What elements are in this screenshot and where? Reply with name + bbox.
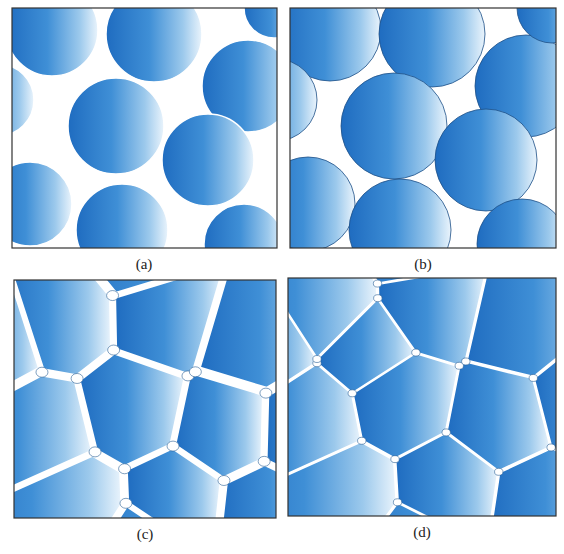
powder-particle: [341, 73, 447, 179]
grain: [218, 465, 276, 518]
pore: [529, 374, 537, 381]
panel-frame: [14, 280, 276, 518]
powder-particle: [349, 179, 451, 248]
grain: [318, 299, 415, 393]
grain: [343, 503, 497, 516]
pore: [358, 437, 366, 444]
powder-particle: [290, 59, 317, 141]
grain: [288, 442, 396, 516]
grain: [57, 280, 259, 293]
pore: [89, 447, 101, 457]
sinter-panel: [235, 0, 564, 289]
pore: [348, 390, 356, 397]
pore: [412, 349, 420, 356]
sinter-panel: [229, 218, 564, 554]
powder-particle: [435, 109, 537, 211]
powder-particle: [68, 78, 164, 174]
grain: [334, 278, 523, 283]
panel-frame: [290, 8, 556, 248]
panel-frame: [12, 8, 277, 248]
powder-particle: [106, 8, 202, 82]
powder-particle: [517, 8, 556, 43]
grain: [288, 278, 316, 419]
pore: [313, 356, 321, 363]
pore: [258, 456, 270, 466]
pore: [120, 498, 132, 508]
grain: [14, 280, 39, 413]
pore: [167, 441, 179, 451]
pore: [391, 456, 399, 463]
powder-particle: [12, 64, 34, 136]
grain: [79, 353, 184, 466]
grain: [81, 506, 216, 518]
powder-particle: [477, 199, 556, 248]
pore: [260, 388, 272, 398]
pore: [373, 280, 381, 287]
panel-label: (d): [411, 525, 433, 540]
pore: [107, 291, 119, 301]
panel-label: (a): [134, 257, 155, 272]
grain: [14, 456, 122, 518]
grain: [266, 356, 276, 492]
pore: [189, 367, 201, 377]
pore: [218, 476, 230, 486]
panel-label: (b): [412, 257, 434, 272]
powder-particle: [76, 184, 168, 248]
grain: [467, 278, 556, 377]
pore: [547, 444, 555, 451]
grain: [489, 449, 556, 516]
grain: [127, 448, 221, 518]
pore: [119, 464, 131, 474]
pore: [108, 345, 120, 355]
grain: [396, 433, 498, 516]
powder-particle: [12, 8, 98, 76]
pore: [495, 468, 503, 475]
powder-particle: [290, 157, 355, 248]
pore: [36, 367, 48, 377]
powder-particle: [162, 114, 254, 206]
sinter-panel: [0, 221, 335, 554]
powder-particle: [12, 162, 72, 246]
powder-particle: [204, 204, 277, 248]
pore: [442, 429, 450, 436]
pore: [393, 499, 401, 506]
pore: [374, 295, 382, 302]
grain: [200, 280, 276, 388]
grain: [534, 313, 556, 470]
panel-frame: [288, 278, 556, 516]
pore: [462, 358, 470, 365]
panel-label: (c): [135, 527, 156, 542]
powder-particle: [244, 8, 277, 38]
pore: [71, 373, 83, 383]
sinter-panel: [0, 0, 304, 284]
